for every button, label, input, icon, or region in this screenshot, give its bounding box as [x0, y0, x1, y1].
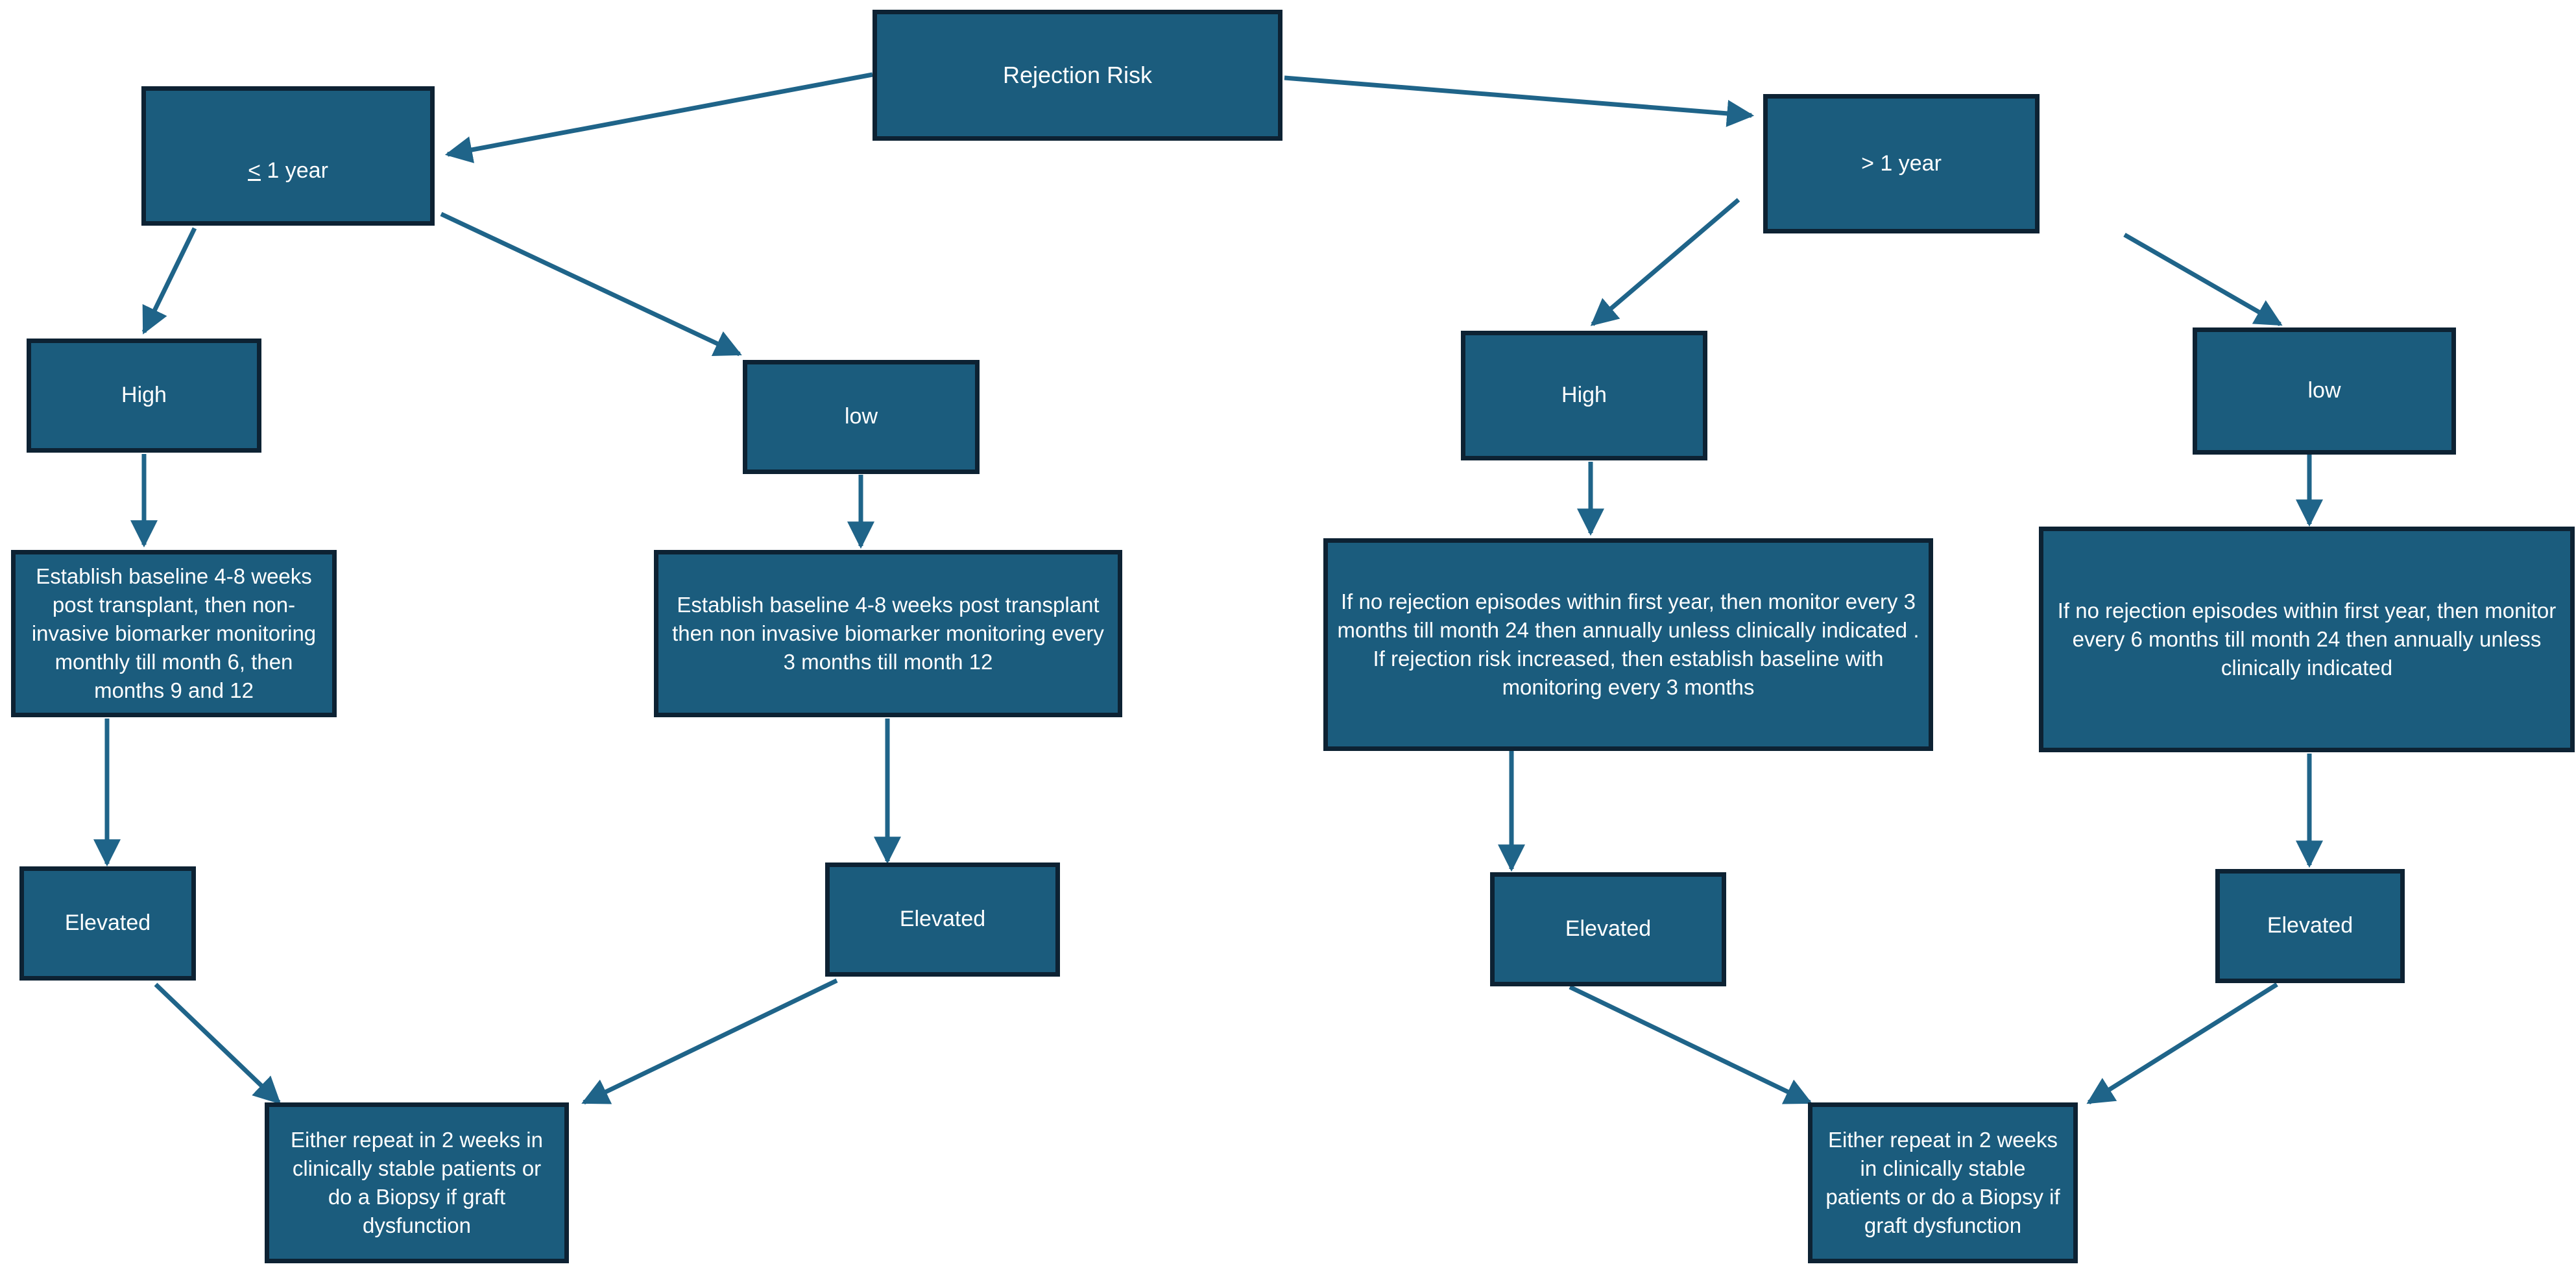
node-right-high-label: High [1561, 383, 1607, 408]
node-left-low-label: low [844, 404, 878, 429]
node-action-left[interactable]: Either repeat in 2 weeks in clinically s… [265, 1102, 569, 1263]
node-elevated-2-label: Elevated [899, 907, 986, 932]
node-right-low-plan-label: If no rejection episodes within first ye… [2057, 599, 2557, 680]
node-left-high-plan[interactable]: Establish baseline 4-8 weeks post transp… [11, 550, 337, 717]
node-action-right[interactable]: Either repeat in 2 weeks in clinically s… [1808, 1102, 2078, 1263]
node-le-one-year-label: < 1 year [248, 158, 328, 183]
node-right-low-label: low [2307, 378, 2341, 403]
node-elevated-3-label: Elevated [1565, 916, 1652, 942]
node-left-low[interactable]: low [743, 360, 980, 474]
node-right-high[interactable]: High [1461, 331, 1707, 460]
edge-elevated-1-to-action-left [154, 982, 282, 1104]
node-elevated-1-label: Elevated [64, 910, 151, 936]
node-elevated-4[interactable]: Elevated [2215, 869, 2405, 983]
node-elevated-3[interactable]: Elevated [1490, 872, 1726, 986]
node-left-high[interactable]: High [27, 339, 261, 453]
edge-elevated-3-to-action-right [1569, 984, 1812, 1105]
node-action-right-label: Either repeat in 2 weeks in clinically s… [1825, 1128, 2060, 1237]
node-gt-one-year[interactable]: > 1 year [1763, 94, 2040, 233]
edge-root-to-gt-one-year [1284, 75, 1755, 127]
edge-le-one-year-to-left-low [440, 211, 742, 357]
node-le-one-year[interactable]: < 1 year [141, 86, 435, 226]
node-action-left-label: Either repeat in 2 weeks in clinically s… [291, 1128, 543, 1237]
node-elevated-1[interactable]: Elevated [19, 866, 196, 981]
edge-elevated-2-to-action-left [581, 978, 838, 1105]
less-than-or-equal-glyph: < [248, 158, 261, 183]
node-left-high-label: High [121, 383, 167, 408]
node-elevated-2[interactable]: Elevated [825, 863, 1060, 977]
edge-gt-one-year-to-right-low [2123, 232, 2283, 327]
edge-le-one-year-to-left-high [141, 227, 197, 335]
node-rejection-risk[interactable]: Rejection Risk [873, 10, 1282, 141]
node-right-low[interactable]: low [2193, 327, 2456, 455]
node-rejection-risk-label: Rejection Risk [1002, 62, 1153, 89]
node-right-high-plan[interactable]: If no rejection episodes within first ye… [1323, 538, 1933, 751]
node-left-low-plan[interactable]: Establish baseline 4-8 weeks post transp… [654, 550, 1122, 717]
node-left-low-plan-label: Establish baseline 4-8 weeks post transp… [672, 593, 1104, 674]
node-right-low-plan[interactable]: If no rejection episodes within first ye… [2039, 527, 2575, 752]
node-elevated-4-label: Elevated [2267, 913, 2353, 938]
node-left-high-plan-label: Establish baseline 4-8 weeks post transp… [31, 564, 317, 702]
edge-gt-one-year-to-right-high [1590, 198, 1740, 326]
edge-root-to-le-one-year [444, 72, 873, 163]
node-gt-one-year-label: > 1 year [1861, 150, 1942, 176]
node-right-high-plan-label: If no rejection episodes within first ye… [1337, 589, 1920, 699]
edge-elevated-4-to-action-right [2086, 982, 2278, 1104]
